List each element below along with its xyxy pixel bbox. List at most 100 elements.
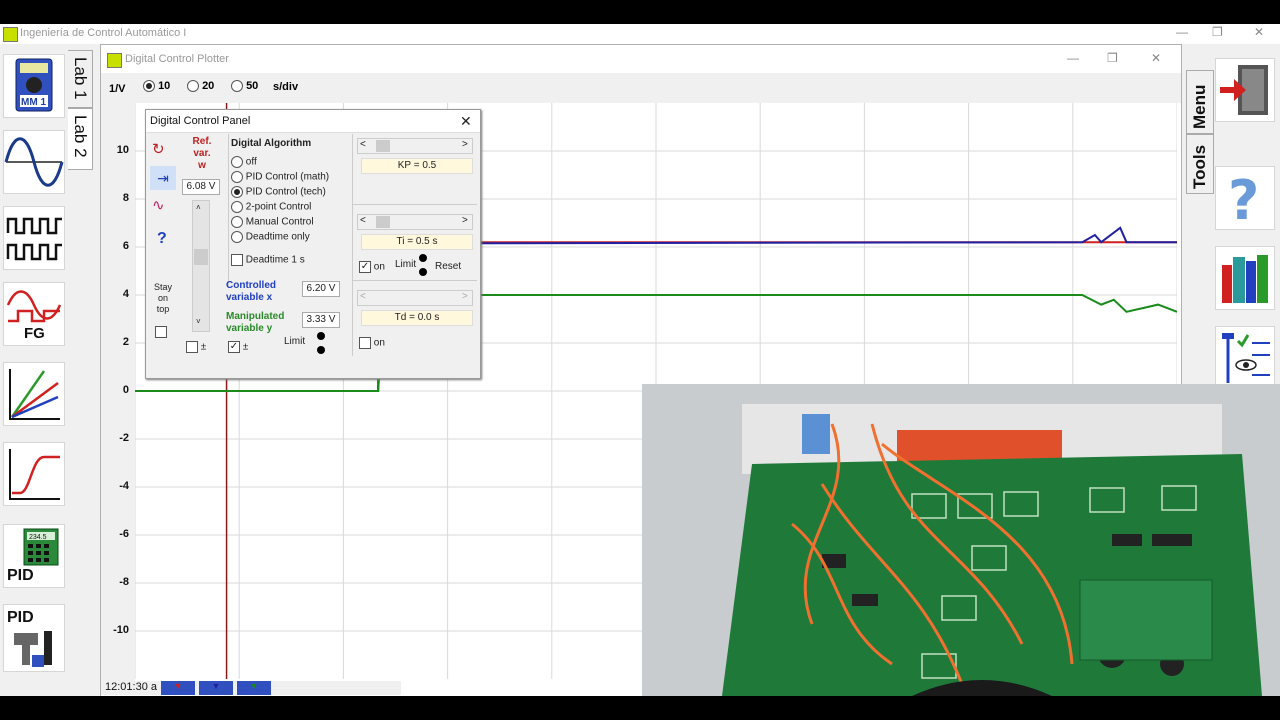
tab-menu-label: Menu xyxy=(1190,84,1209,129)
books-icon xyxy=(1222,255,1268,303)
ti-right-icon[interactable]: > xyxy=(462,215,468,226)
td-scrollbar[interactable]: < > xyxy=(357,290,473,306)
td-on-option[interactable]: on xyxy=(359,337,385,349)
stay-on-top-checkbox[interactable] xyxy=(155,326,167,338)
timebase-option-20[interactable]: 20 xyxy=(187,80,214,93)
tab-menu[interactable]: Menu xyxy=(1186,70,1214,134)
tab-lab-1[interactable]: Lab 1 xyxy=(68,50,93,108)
signal-icon[interactable]: ∿ xyxy=(152,197,165,214)
help-button[interactable]: ? xyxy=(1215,166,1275,232)
multimeter-icon xyxy=(15,58,53,112)
tool-step-response[interactable] xyxy=(3,442,65,506)
tab-tools[interactable]: Tools xyxy=(1186,134,1214,194)
y-tick-label: -2 xyxy=(119,432,129,444)
kp-thumb[interactable] xyxy=(376,140,390,152)
calculator-display: 234.5 xyxy=(29,534,47,541)
loop-icon[interactable]: ↻ xyxy=(152,141,165,158)
panel-close-icon[interactable]: ✕ xyxy=(460,113,472,129)
ref-pm-checkbox[interactable] xyxy=(186,341,198,353)
plotter-toolbar: 1/V 10 20 50 s/div xyxy=(101,73,1181,103)
y-tick-label: -4 xyxy=(119,480,129,492)
status-marker-green[interactable]: ▼ xyxy=(237,681,271,695)
ti-limit-dot-top[interactable] xyxy=(419,254,427,262)
ref-slider-down-icon[interactable]: ˅ xyxy=(196,317,201,326)
ref-slider-thumb[interactable] xyxy=(194,249,208,265)
plotter-close-icon[interactable]: ✕ xyxy=(1151,51,1162,65)
kp-right-icon[interactable]: > xyxy=(462,139,468,150)
plotter-title-bar: Digital Control Plotter — ❐ ✕ xyxy=(101,45,1181,73)
minimize-icon[interactable]: — xyxy=(1176,25,1188,39)
algorithm-option-2[interactable]: PID Control (tech) xyxy=(231,186,326,198)
algorithm-option-0[interactable]: off xyxy=(231,156,257,168)
function-wave-icon xyxy=(6,290,62,323)
algorithm-option-5[interactable]: Deadtime only xyxy=(231,231,310,243)
deadtime-checkbox[interactable] xyxy=(231,254,243,266)
tab-lab-1-label: Lab 1 xyxy=(71,57,90,100)
app-title: Ingeniería de Control Automático I xyxy=(20,27,187,39)
ti-on-checkbox[interactable]: ✓ xyxy=(359,261,371,273)
tab-lab-2[interactable]: Lab 2 xyxy=(68,108,93,170)
manipulated-limit-dot-top[interactable] xyxy=(317,332,325,340)
td-on-checkbox[interactable] xyxy=(359,337,371,349)
algorithm-option-3[interactable]: 2-point Control xyxy=(231,201,311,213)
ti-readout: Ti = 0.5 s xyxy=(361,234,473,250)
kp-scrollbar[interactable]: < > xyxy=(357,138,473,154)
tool-sine-generator[interactable] xyxy=(3,130,65,194)
ti-left-icon[interactable]: < xyxy=(360,215,366,226)
tool-pulse-generator[interactable] xyxy=(3,206,65,270)
td-left-icon[interactable]: < xyxy=(360,291,366,302)
ti-limit-dot-bottom[interactable] xyxy=(419,268,427,276)
algorithm-option-4[interactable]: Manual Control xyxy=(231,216,314,228)
y-tick-label: 4 xyxy=(122,288,129,300)
algorithm-radio-0[interactable] xyxy=(231,156,243,168)
tool-pid-calculator[interactable]: 234.5 PID xyxy=(3,524,65,588)
tool-multimeter[interactable]: MM 1 xyxy=(3,54,65,118)
tool-bode-plotter[interactable] xyxy=(3,362,65,426)
deadtime-option[interactable]: Deadtime 1 s xyxy=(231,254,305,266)
tab-tools-label: Tools xyxy=(1190,144,1209,189)
tool-function-generator[interactable]: FG xyxy=(3,282,65,346)
manipulated-pm-checkbox[interactable]: ✓ xyxy=(228,341,240,353)
td-readout: Td = 0.0 s xyxy=(361,310,473,326)
algorithm-label-3: 2-point Control xyxy=(243,201,312,213)
manipulated-limit-dot-bottom[interactable] xyxy=(317,346,325,354)
ref-pm-option[interactable]: ± xyxy=(186,341,206,353)
algorithm-radio-5[interactable] xyxy=(231,231,243,243)
plotter-minimize-icon[interactable]: — xyxy=(1067,51,1079,65)
tool-pid-tools[interactable]: PID xyxy=(3,604,65,672)
algorithm-radio-2[interactable] xyxy=(231,186,243,198)
panel-title: Digital Control Panel xyxy=(150,115,251,127)
ti-scrollbar[interactable]: < > xyxy=(357,214,473,230)
algorithm-radio-3[interactable] xyxy=(231,201,243,213)
step-input-icon[interactable]: ⇥ xyxy=(150,166,176,190)
plotter-restore-icon[interactable]: ❐ xyxy=(1107,51,1118,65)
books-button[interactable] xyxy=(1215,246,1275,310)
td-right-icon[interactable]: > xyxy=(462,291,468,302)
kp-left-icon[interactable]: < xyxy=(360,139,366,150)
status-marker-red[interactable]: ▼ xyxy=(161,681,195,695)
algorithm-radio-1[interactable] xyxy=(231,171,243,183)
checklist-eye-icon xyxy=(1222,333,1270,383)
algorithm-label-0: off xyxy=(243,156,257,168)
exit-button[interactable] xyxy=(1215,58,1275,122)
timebase-radio-10[interactable] xyxy=(143,80,155,93)
close-icon[interactable]: ✕ xyxy=(1254,25,1265,39)
timebase-radio-20[interactable] xyxy=(187,80,199,93)
timebase-radio-50[interactable] xyxy=(231,80,243,93)
manipulated-pm-option[interactable]: ✓ ± xyxy=(228,341,249,353)
control-board-photo xyxy=(642,384,1280,696)
timebase-option-10[interactable]: 10 xyxy=(143,80,170,93)
ti-on-option[interactable]: ✓ on xyxy=(359,261,385,273)
ti-thumb[interactable] xyxy=(376,216,390,228)
ref-var-slider[interactable]: ˄ ˅ xyxy=(192,200,210,332)
restore-icon[interactable]: ❐ xyxy=(1212,25,1223,39)
panel-help-icon[interactable]: ? xyxy=(157,230,167,247)
algorithm-option-1[interactable]: PID Control (math) xyxy=(231,171,329,183)
view-settings-button[interactable] xyxy=(1215,326,1275,390)
ref-slider-up-icon[interactable]: ˄ xyxy=(196,203,201,212)
status-marker-blue[interactable]: ▼ xyxy=(199,681,233,695)
algorithm-radio-4[interactable] xyxy=(231,216,243,228)
ti-reset-button[interactable]: Reset xyxy=(435,261,462,272)
timebase-option-50[interactable]: 50 xyxy=(231,80,258,93)
screen: Ingeniería de Control Automático I — ❐ ✕… xyxy=(0,24,1280,696)
